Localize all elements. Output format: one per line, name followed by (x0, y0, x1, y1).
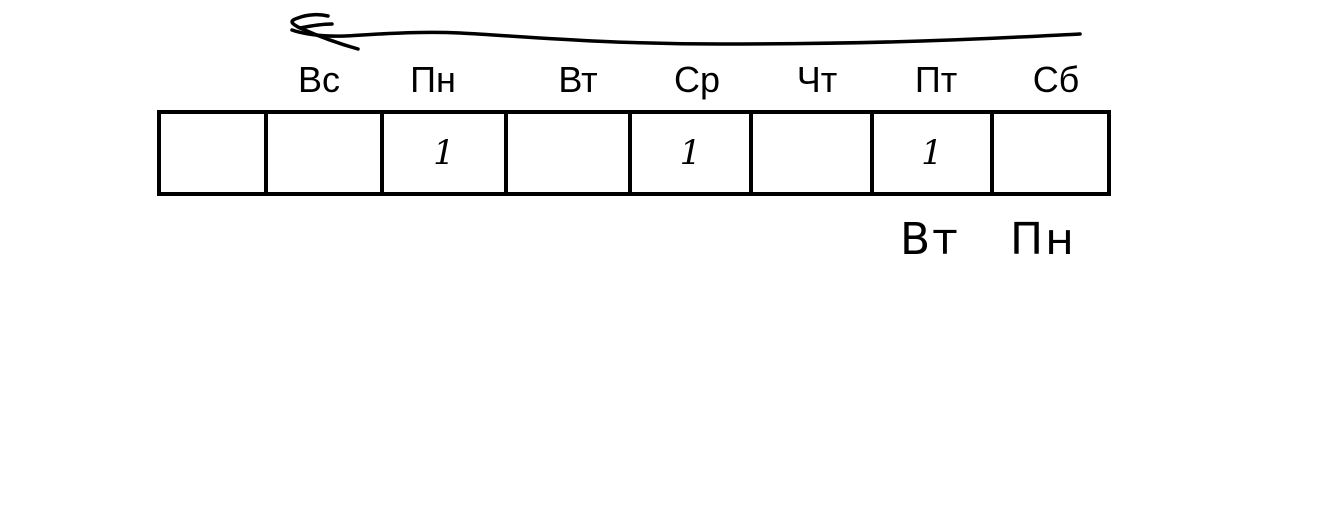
strip-cell: 1 (632, 114, 753, 192)
day-label-tue: Вт (558, 59, 598, 100)
arrow-head (290, 12, 360, 51)
strip-cell (508, 114, 632, 192)
day-label-sat: Сб (1032, 59, 1080, 100)
cell-mark: 1 (679, 133, 702, 173)
handwritten-label-tue: Вт (900, 214, 960, 265)
strip-cell (994, 114, 1107, 192)
day-strip: 1 1 1 (157, 110, 1111, 196)
day-label-fri: Пт (914, 59, 958, 100)
day-label-mon: Пн (410, 59, 456, 100)
strip-cell: 1 (874, 114, 994, 192)
strip-cell (753, 114, 874, 192)
strip-cell (161, 114, 268, 192)
strip-cell (268, 114, 384, 192)
strip-cell: 1 (384, 114, 508, 192)
day-label-wed: Ср (673, 59, 721, 100)
cell-mark: 1 (433, 133, 455, 173)
handwritten-label-mon: Пн (1010, 214, 1076, 265)
arrow-shaft (290, 28, 1082, 46)
day-label-thu: Чт (796, 59, 838, 100)
day-label-sun: Вс (297, 59, 341, 100)
cell-mark: 1 (921, 133, 943, 173)
